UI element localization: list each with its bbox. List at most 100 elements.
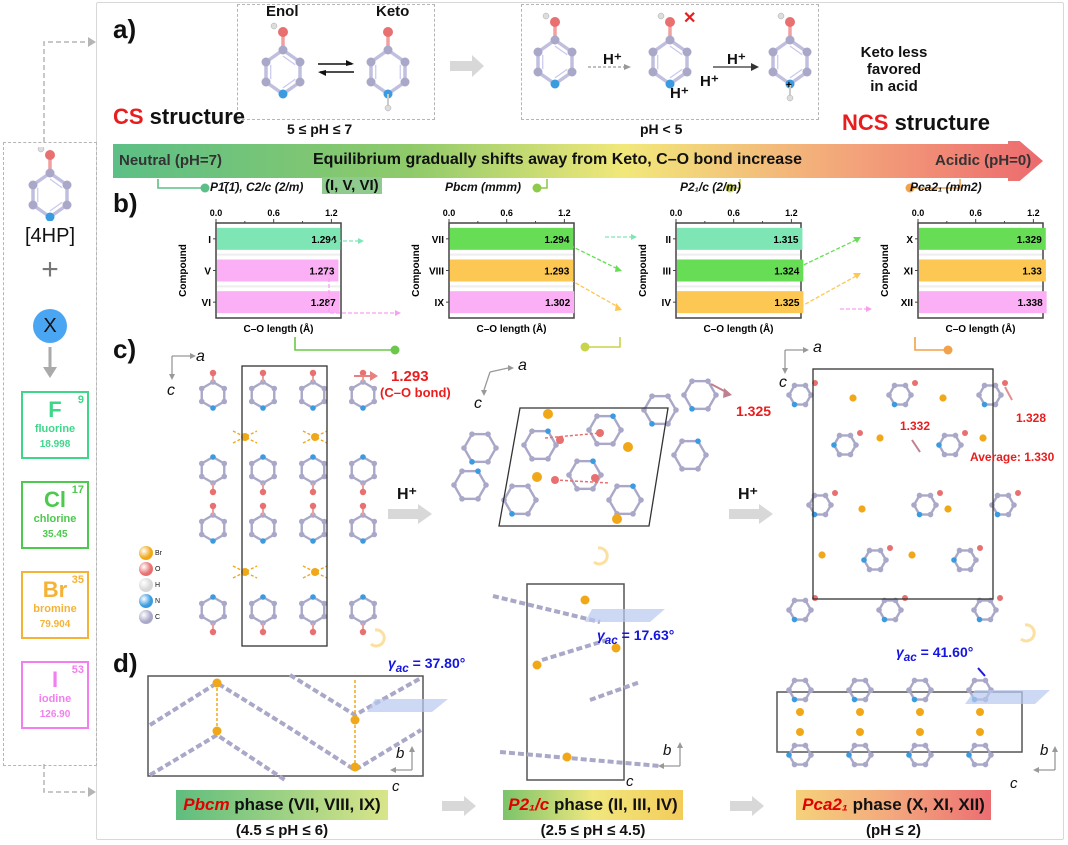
nitrogen-atom [881, 616, 888, 623]
oxygen-atom [962, 430, 968, 436]
phase-rest-3: phase (X, XI, XII) [847, 795, 985, 814]
blocked-x-icon: ✕ [683, 10, 697, 27]
atomic-number: 53 [71, 664, 84, 676]
bromine-atom [858, 505, 866, 513]
nitrogen-atom [360, 405, 366, 411]
bromine-atom [562, 752, 572, 762]
atomic-number: 35 [71, 574, 84, 586]
carbon-atom [671, 452, 677, 458]
carbon-atom [248, 531, 255, 538]
atomic-number: 9 [77, 394, 84, 406]
gamma-angle-2: γac = 17.63° [597, 627, 674, 647]
carbon-atom [298, 398, 305, 405]
bromine-atom [849, 394, 857, 402]
carbon-atom [987, 616, 994, 623]
ring [533, 12, 577, 89]
halogen-bond [232, 565, 258, 579]
carbon-atom [348, 460, 355, 467]
connector-line-1 [157, 179, 205, 189]
bar-value-label: 1.325 [774, 298, 799, 309]
carbon-atom [483, 482, 489, 488]
element-name: chlorine [33, 513, 77, 525]
carbon-atom [785, 35, 795, 45]
carbon-atom [1011, 502, 1017, 508]
plane-marker [585, 609, 665, 622]
panel-label-a: a) [113, 14, 137, 44]
carbon-atom [802, 597, 809, 604]
carbon-atom [553, 442, 559, 448]
nitrogen-atom [475, 468, 481, 474]
keto-label: Keto [376, 3, 410, 20]
carbon-atom [679, 466, 685, 472]
carbon-atom [993, 607, 999, 613]
carbon-atom [665, 35, 675, 45]
ncs-black: structure [888, 110, 990, 135]
bar-value-label: 1.338 [1018, 298, 1043, 309]
x-tick-label: 0.6 [500, 208, 513, 218]
carbon-atom [822, 492, 829, 499]
oxygen-atom [359, 488, 367, 496]
h-plus-label-3: H⁺ [670, 85, 689, 102]
carbon-atom [958, 442, 964, 448]
nitrogen-atom [210, 405, 216, 411]
nitrogen-atom [590, 458, 596, 464]
bromine-atom [944, 505, 952, 513]
atomic-mass: 35.45 [42, 529, 68, 540]
co-bond-value-3a: 1.332 [900, 419, 931, 433]
carbon-atom [982, 677, 989, 684]
pyridinol-molecule-icon [533, 12, 577, 89]
nitrogen-atom [360, 454, 366, 460]
carbon-atom [922, 742, 929, 749]
carbon-atom [649, 393, 655, 399]
carbon-atom [982, 761, 989, 768]
axis-b-label-3: b [1040, 742, 1049, 759]
oxygen-atom [902, 595, 908, 601]
nitrogen-atom [911, 696, 918, 703]
carbon-atom [922, 677, 929, 684]
phase-ph-3: (pH ≤ 2) [866, 822, 921, 839]
axis-b-head [1052, 746, 1058, 752]
carbon-atom [509, 483, 515, 489]
oxygen-atom [383, 27, 393, 37]
connector-line-c3 [914, 337, 948, 351]
carbon-atom [877, 547, 884, 554]
carbon-atom [271, 531, 278, 538]
atom-sphere-icon [139, 610, 153, 624]
carbon-atom [679, 438, 685, 444]
carbon-atom [851, 677, 858, 684]
x-tick-label: 0.6 [969, 208, 982, 218]
carbon-atom [248, 473, 255, 480]
gamma-angle-1: γac = 37.80° [388, 655, 465, 675]
nitrogen-atom [831, 442, 837, 448]
carbon-atom [808, 752, 814, 758]
element-symbol: F [48, 397, 62, 422]
rotation-arrow-icon-3 [1020, 623, 1036, 643]
carbon-atom [802, 677, 809, 684]
carbon-atom [348, 600, 355, 607]
phase-sg-2: P2₁/c [508, 795, 550, 814]
phase-box-p21c: P2₁/c phase (II, III, IV) [503, 790, 683, 820]
bromine-atom [241, 568, 249, 576]
carbon-atom [590, 486, 596, 492]
oxygen-atom [556, 436, 564, 444]
category-label: XI [904, 267, 914, 278]
nitrogen-atom [630, 483, 636, 489]
category-label: X [906, 235, 913, 246]
carbon-atom [469, 431, 475, 437]
carbon-atom [908, 392, 914, 398]
carbon-atom [198, 473, 205, 480]
phase-box-pbcm: Pbcm phase (VII, VIII, IX) [176, 790, 388, 820]
bar-value-label: 1.329 [1017, 235, 1042, 246]
carbon-atom [902, 401, 909, 408]
bromine-atom [876, 434, 884, 442]
carbon-atom [802, 67, 812, 77]
axis-a-label-2: a [518, 357, 527, 374]
carbon-atom [298, 600, 305, 607]
ncs-structure-label: NCS structure [842, 110, 990, 136]
oxygen-atom [1015, 490, 1021, 496]
sg3-text: P2₁/c (2/m) [680, 180, 741, 194]
carbon-atom [198, 398, 205, 405]
carbon-atom [791, 677, 798, 684]
gamma-sub: ac [395, 661, 409, 675]
